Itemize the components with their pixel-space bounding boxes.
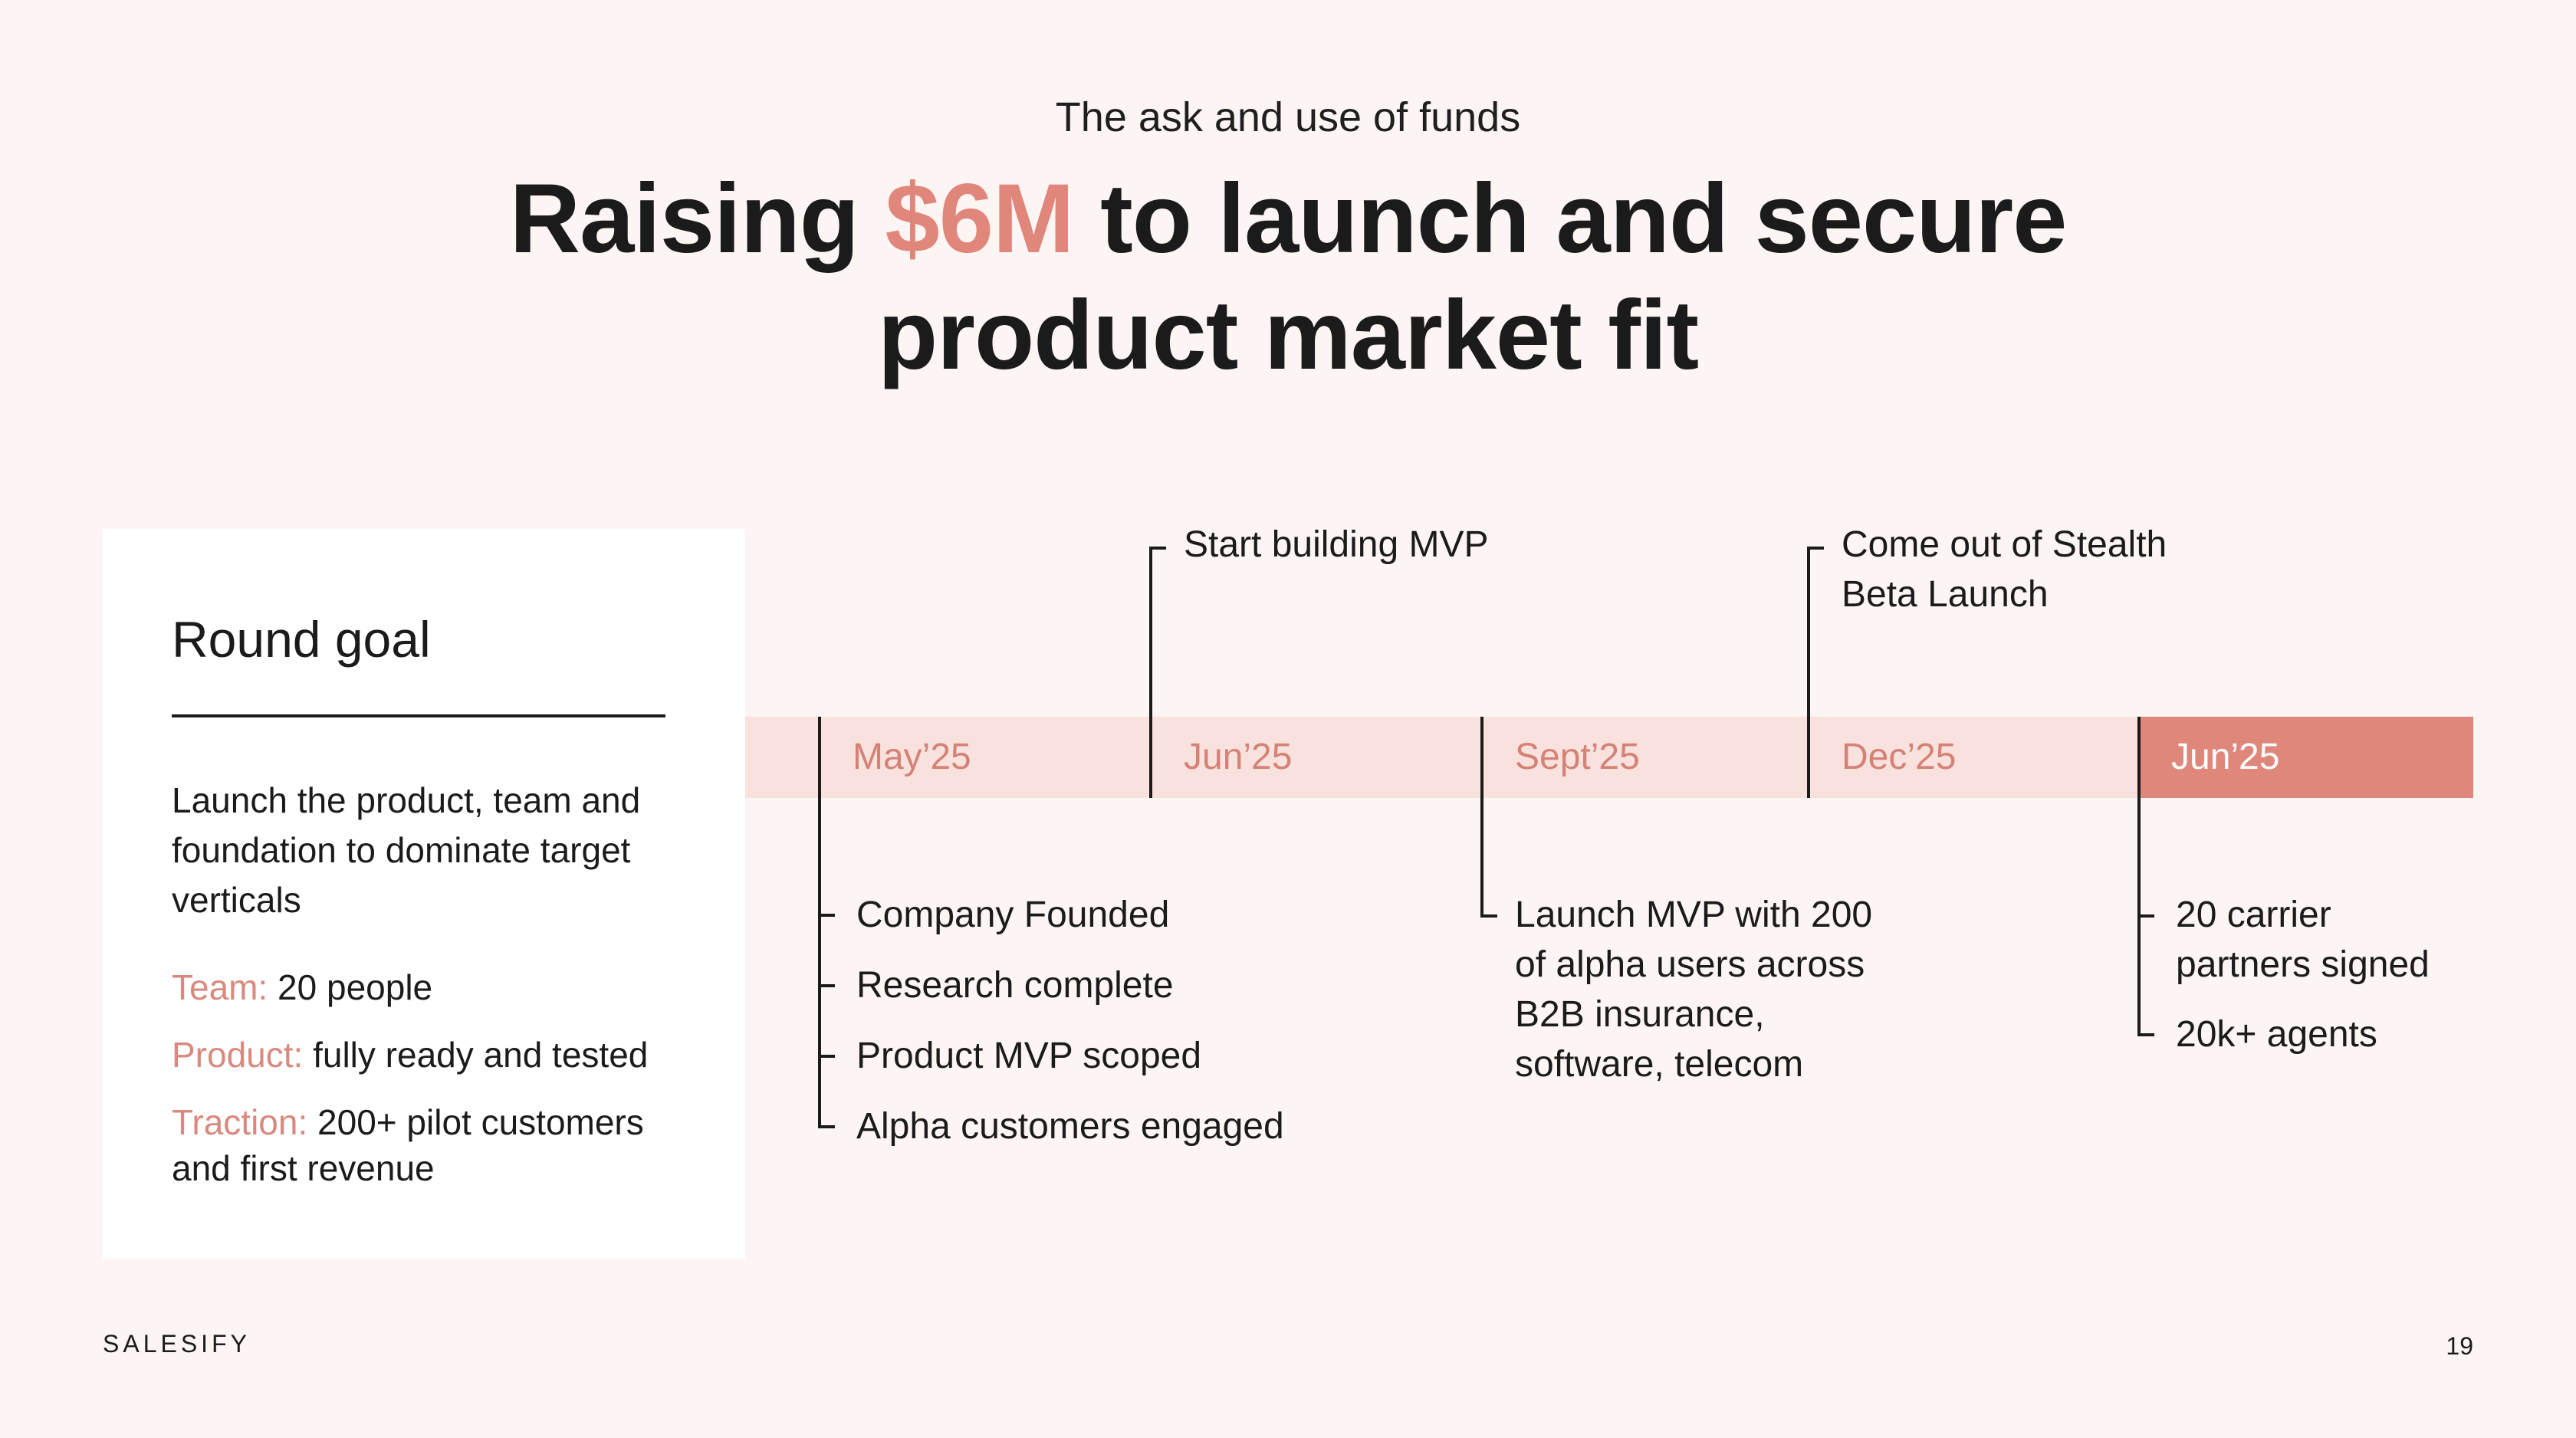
event-launch-mvp-line-4: software, telecom xyxy=(1515,1044,1804,1085)
metric-product: Product: fully ready and tested xyxy=(172,1032,693,1078)
title-suffix: to launch and secure xyxy=(1073,164,2067,274)
metric-value: 20 people xyxy=(268,967,433,1007)
metric-label: Product: xyxy=(172,1035,304,1075)
event-carrier-partners-line-1: 20 carrier xyxy=(2176,895,2331,935)
connector-stub xyxy=(2141,914,2154,918)
connector-stub xyxy=(2141,1033,2154,1036)
milestone-may25: May’25 xyxy=(853,737,971,777)
connector-stub xyxy=(821,1055,835,1058)
title-prefix: Raising xyxy=(509,164,886,274)
event-launch-mvp-line-3: B2B insurance, xyxy=(1515,994,1765,1035)
connector-dec25 xyxy=(1807,547,1810,798)
connector-stub xyxy=(1484,914,1497,918)
connector-stub xyxy=(821,1125,835,1128)
round-goal-card: Round goal Launch the product, team and … xyxy=(103,529,745,1259)
event-launch-mvp-line-2: of alpha users across xyxy=(1515,944,1865,985)
milestone-jun25: Jun’25 xyxy=(1184,737,1293,777)
event-research-complete: Research complete xyxy=(856,965,1174,1006)
connector-stub xyxy=(1810,547,1824,550)
title-amount: $6M xyxy=(885,164,1075,274)
connector-sept25 xyxy=(1480,717,1484,918)
connector-stub xyxy=(821,984,835,987)
event-stealth: Come out of Stealth xyxy=(1842,524,2167,565)
milestone-dec25: Dec’25 xyxy=(1842,737,1957,777)
connector-jun25-final xyxy=(2137,717,2141,1036)
connector-may25 xyxy=(818,717,821,1128)
metric-label: Traction: xyxy=(172,1102,308,1142)
event-agents: 20k+ agents xyxy=(2176,1014,2377,1055)
round-goal-description: Launch the product, team and foundation … xyxy=(172,780,641,920)
event-carrier-partners-line-2: partners signed xyxy=(2176,944,2430,985)
event-beta-launch: Beta Launch xyxy=(1842,574,2049,615)
event-start-building-mvp: Start building MVP xyxy=(1184,524,1489,565)
section-eyebrow: The ask and use of funds xyxy=(1055,94,1521,140)
connector-stub xyxy=(821,914,835,917)
metric-value: 200+ pilot customers and first revenue xyxy=(172,1102,644,1188)
event-alpha-customers: Alpha customers engaged xyxy=(856,1106,1284,1147)
page-number: 19 xyxy=(2446,1332,2473,1360)
connector-stub xyxy=(1152,547,1166,550)
metric-label: Team: xyxy=(172,967,268,1007)
round-goal-divider xyxy=(172,714,665,717)
milestone-sept25: Sept’25 xyxy=(1515,737,1640,777)
event-launch-mvp-line-1: Launch MVP with 200 xyxy=(1515,895,1873,935)
brand-wordmark: SALESIFY xyxy=(103,1330,251,1358)
metric-team: Team: 20 people xyxy=(172,964,693,1010)
event-company-founded: Company Founded xyxy=(856,895,1170,935)
connector-jun25 xyxy=(1149,547,1152,798)
timeline-band-highlight xyxy=(2139,717,2473,798)
page-title: Raising $6M to launch and secure product… xyxy=(0,161,2576,394)
event-mvp-scoped: Product MVP scoped xyxy=(856,1036,1202,1076)
metric-value: fully ready and tested xyxy=(303,1035,649,1075)
round-goal-title: Round goal xyxy=(172,611,431,668)
page-title-line-2: product market fit xyxy=(877,281,1699,390)
milestone-jun25-final: Jun’25 xyxy=(2171,737,2280,777)
page-title-line-1: Raising $6M to launch and secure xyxy=(0,161,2576,277)
metric-traction: Traction: 200+ pilot customers and first… xyxy=(172,1099,693,1191)
